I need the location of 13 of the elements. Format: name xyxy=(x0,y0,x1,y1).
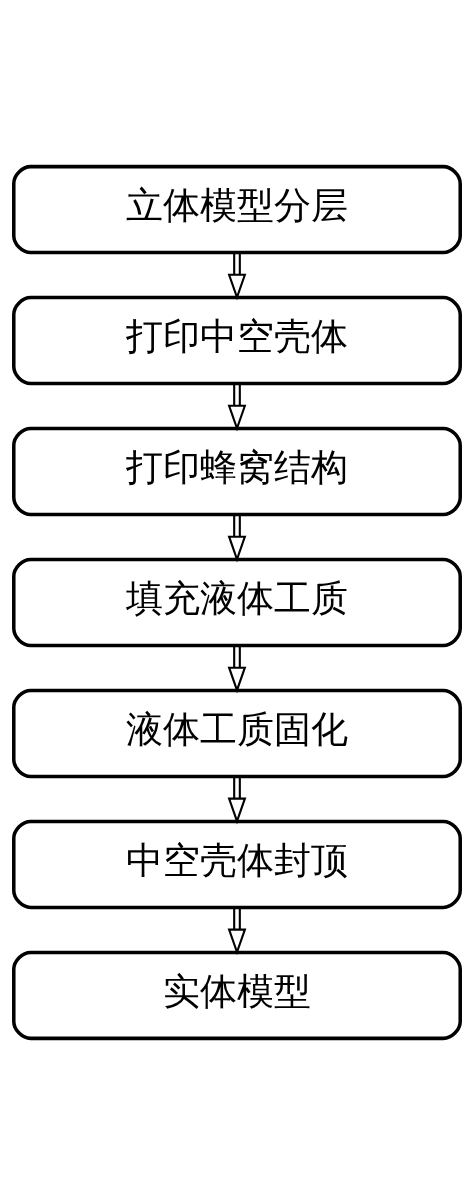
arrow xyxy=(227,906,247,955)
node-box: 液体工质固化 xyxy=(12,688,462,778)
arrow xyxy=(227,514,247,562)
node-box: 实体模型 xyxy=(12,950,462,1040)
arrow xyxy=(227,383,247,431)
node-box: 填充液体工质 xyxy=(12,557,462,647)
node-box: 立体模型分层 xyxy=(12,164,462,254)
arrow xyxy=(227,252,247,300)
node-box: 打印中空壳体 xyxy=(12,295,462,385)
node-box: 打印蜂窝结构 xyxy=(12,426,462,516)
arrow xyxy=(227,776,247,824)
node-box: 中空壳体封顶 xyxy=(12,819,462,909)
arrow xyxy=(227,645,247,693)
